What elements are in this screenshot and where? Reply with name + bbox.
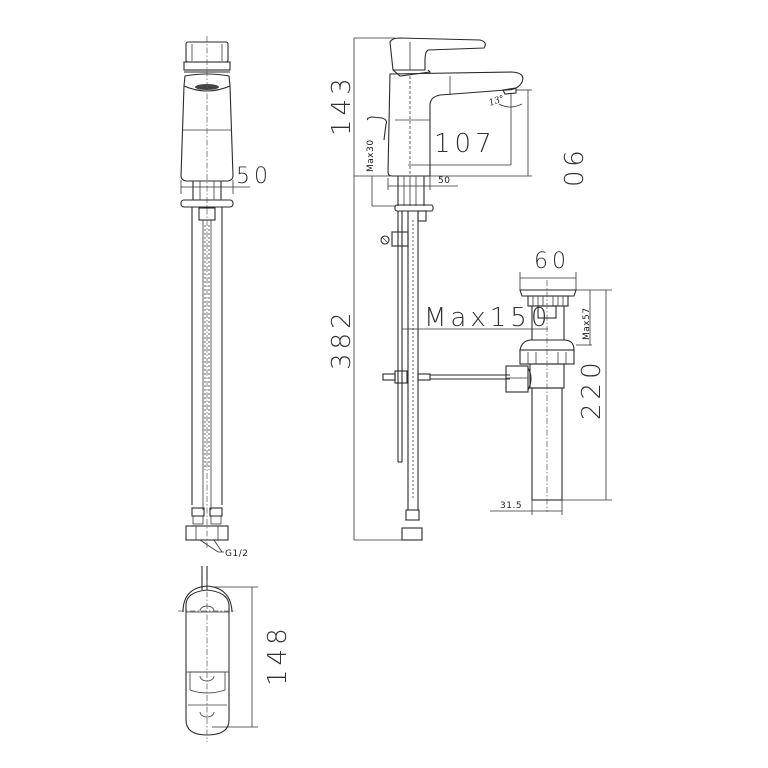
dim-base-diameter: 50 [438,176,450,186]
front-view: 50 G1/2 [180,36,272,559]
dim-waste-pipe: 31.5 [500,501,522,511]
dim-waste-length: 220 [577,358,607,420]
dim-spout-angle: 13° [488,94,506,109]
dim-spout-reach: 107 [434,129,496,159]
dim-total-height: 143 [327,74,357,136]
dim-spout-height: 90 [557,150,587,191]
dim-front-width: 50 [236,164,272,189]
dim-top-length: 148 [263,624,293,686]
side-view: 143 382 Max30 50 107 90 13° Max150 [327,37,587,541]
waste-view: 60 Max57 220 31.5 [490,249,612,515]
dim-waste-flange: 60 [534,249,570,274]
dim-hose-thread: G1/2 [225,549,248,559]
dim-waste-deck-max: Max57 [582,307,592,340]
dim-deck-thickness: Max30 [366,139,376,172]
dim-rod-reach: Max150 [424,303,551,333]
dim-install-height: 382 [327,308,357,370]
top-view: 148 [178,566,293,742]
